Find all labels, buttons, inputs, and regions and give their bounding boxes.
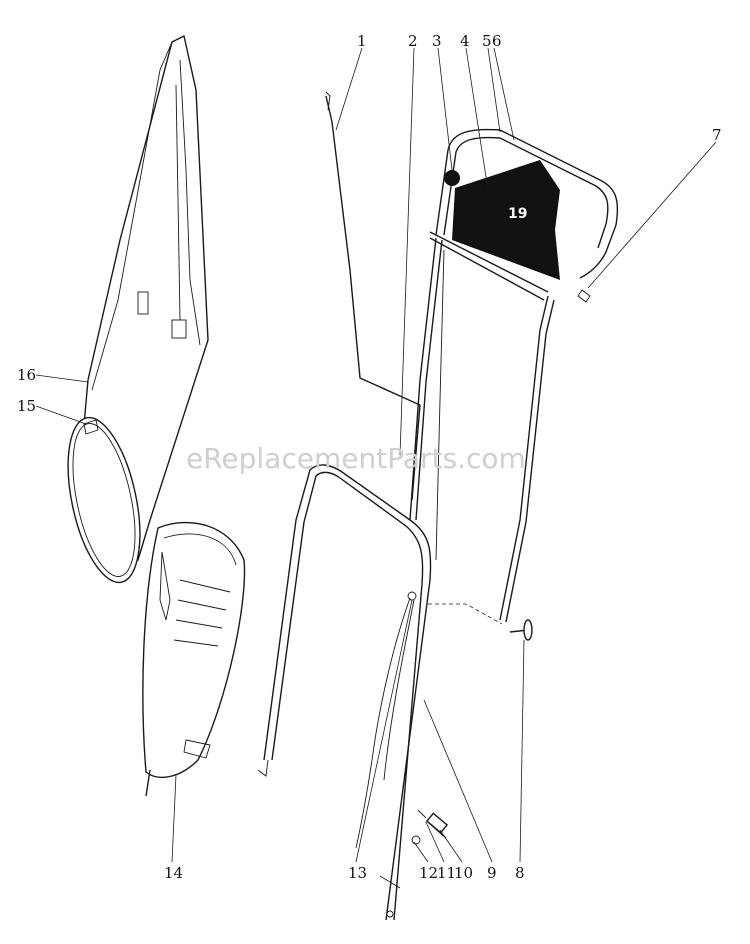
callout-15: 15	[17, 397, 36, 415]
callout-4: 4	[460, 32, 470, 50]
callout-labels: 1 2 3 4 5 6 7 8 9 10 11 12 13 14 15 16	[17, 32, 722, 882]
leader-lines	[35, 47, 717, 863]
callout-3: 3	[432, 32, 442, 50]
callout-2: 2	[408, 32, 418, 50]
grass-bag	[67, 34, 209, 584]
decal-number: 19	[508, 206, 527, 222]
upper-handle: 19	[409, 128, 619, 623]
callout-16: 16	[17, 366, 36, 384]
callout-7: 7	[712, 126, 722, 144]
control-rod	[325, 91, 421, 501]
callout-5: 5	[482, 32, 492, 50]
callout-14: 14	[164, 864, 183, 882]
callout-12: 12	[419, 864, 438, 882]
callout-10: 10	[454, 864, 473, 882]
callout-6: 6	[492, 32, 502, 50]
deflector-cover	[142, 521, 246, 797]
callout-9: 9	[487, 864, 497, 882]
callout-13: 13	[348, 864, 367, 882]
callout-1: 1	[357, 32, 367, 50]
callout-8: 8	[515, 864, 525, 882]
lower-handle	[257, 464, 432, 921]
cable	[355, 597, 415, 849]
watermark: eReplacementParts.com	[186, 442, 526, 475]
callout-11: 11	[437, 864, 456, 882]
hardware-parts	[379, 603, 533, 889]
